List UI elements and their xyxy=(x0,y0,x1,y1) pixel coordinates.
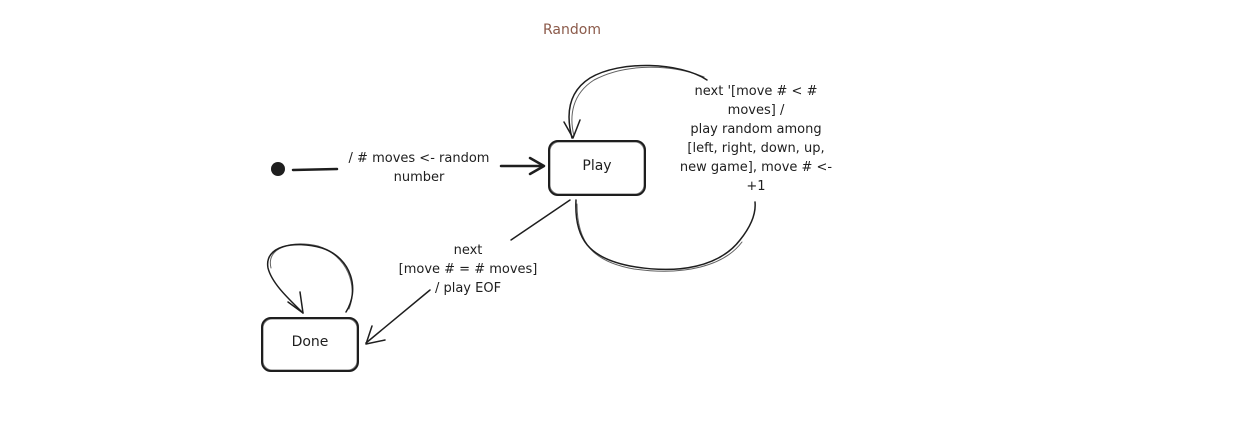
play-state-label: Play xyxy=(582,158,612,174)
done-loop-arc xyxy=(267,243,354,314)
play-self-transition-label: next '[move # < # moves] / play random a… xyxy=(679,84,833,194)
play-loop-lower-arc-sketch xyxy=(576,203,743,272)
play-state-box xyxy=(548,140,646,196)
play-to-done-line-upper xyxy=(510,199,571,241)
done-state-box xyxy=(261,317,359,372)
done-loop-arc-sketch xyxy=(269,243,353,310)
done-state-label: Done xyxy=(291,334,329,350)
play-loop-upper-arc xyxy=(568,64,708,139)
initial-state-dot xyxy=(271,162,285,176)
play-loop-upper-arc-sketch xyxy=(571,66,705,137)
initial-transition-arrowhead xyxy=(528,156,546,176)
play-to-done-line-lower xyxy=(365,289,431,344)
play-to-done-arrowhead xyxy=(365,325,386,345)
done-loop-arrowhead xyxy=(287,291,304,314)
initial-transition-line xyxy=(291,167,339,172)
play-loop-arrowhead xyxy=(563,119,581,139)
initial-transition-label: / # moves <- random number xyxy=(348,151,490,185)
diagram-title: Random xyxy=(543,22,601,38)
play-to-done-transition-label: next [move # = # moves] / play EOF xyxy=(398,243,538,296)
